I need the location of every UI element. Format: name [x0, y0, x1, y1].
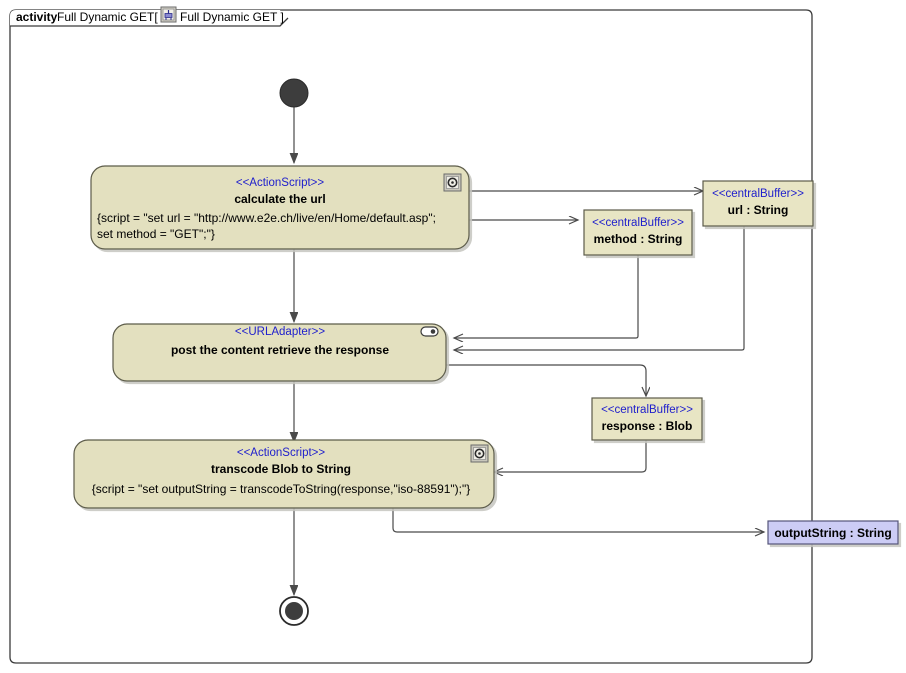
frame-label: activity Full Dynamic GET[ Full Dynamic …: [16, 6, 284, 24]
central-buffer-url[interactable]: <<centralBuffer>> url : String: [702, 180, 814, 227]
response-buffer-label: response : Blob: [602, 419, 693, 433]
output-pin-outputstring[interactable]: outputString : String: [767, 520, 899, 545]
action-node-calculate-url[interactable]: <<ActionScript>> calculate the url {scri…: [90, 165, 470, 250]
transcode-title: transcode Blob to String: [211, 462, 351, 476]
edge-adapter-to-response-buffer: [446, 364, 646, 396]
frame-inner-name: Full Dynamic GET ]: [180, 10, 284, 24]
actionscript-icon: [443, 173, 462, 192]
calculate-url-script-line2: set method = "GET";"}: [97, 227, 215, 241]
transcode-stereotype: <<ActionScript>>: [237, 447, 326, 459]
transcode-script-line1: {script = "set outputString = transcodeT…: [92, 482, 471, 496]
outputstring-label: outputString : String: [774, 526, 891, 540]
action-node-transcode[interactable]: <<ActionScript>> transcode Blob to Strin…: [73, 439, 495, 509]
edge-url-buffer-to-adapter: [454, 226, 745, 350]
final-node[interactable]: [279, 596, 309, 626]
calculate-url-title: calculate the url: [234, 192, 325, 206]
calculate-url-stereotype: <<ActionScript>>: [236, 177, 325, 189]
edge-transcode-to-outputstring: [392, 508, 764, 532]
urladapter-icon: [420, 326, 439, 337]
url-buffer-stereotype: <<centralBuffer>>: [712, 188, 804, 200]
response-buffer-stereotype: <<centralBuffer>>: [601, 404, 693, 416]
initial-node[interactable]: [279, 78, 309, 108]
action-node-url-adapter[interactable]: <<URLAdapter>> post the content retrieve…: [112, 323, 447, 382]
frame-keyword: activity: [16, 10, 58, 24]
edges-layer: [294, 107, 764, 595]
central-buffer-response[interactable]: <<centralBuffer>> response : Blob: [591, 397, 703, 441]
calculate-url-script-line1: {script = "set url = "http://www.e2e.ch/…: [97, 211, 436, 225]
frame-name: Full Dynamic GET[: [57, 10, 158, 24]
method-buffer-label: method : String: [594, 232, 683, 246]
central-buffer-method[interactable]: <<centralBuffer>> method : String: [583, 209, 693, 256]
edge-method-buffer-to-adapter: [454, 253, 639, 338]
activity-diagram-icon: [160, 6, 177, 23]
edge-response-buffer-to-transcode: [494, 438, 647, 472]
method-buffer-stereotype: <<centralBuffer>>: [592, 217, 684, 229]
actionscript-icon: [470, 444, 489, 463]
url-adapter-title: post the content retrieve the response: [171, 343, 389, 357]
url-buffer-label: url : String: [728, 203, 789, 217]
url-adapter-stereotype: <<URLAdapter>>: [235, 326, 325, 338]
